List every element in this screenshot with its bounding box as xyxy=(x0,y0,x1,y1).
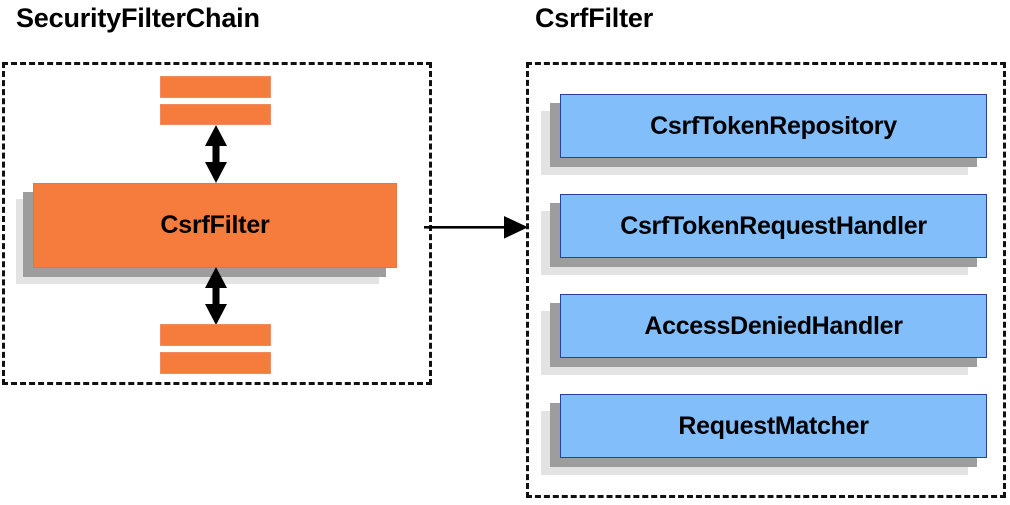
collaborator-box-csrf-token-repository[interactable]: CsrfTokenRepository xyxy=(560,94,987,158)
collaborator-box-csrf-token-request-handler[interactable]: CsrfTokenRequestHandler xyxy=(560,194,987,258)
collaborator-box-access-denied-handler[interactable]: AccessDeniedHandler xyxy=(560,294,987,358)
csrf-filter-box[interactable]: CsrfFilter xyxy=(33,183,397,268)
left-panel-title: SecurityFilterChain xyxy=(16,3,260,33)
csrf-filter-collaborators-container xyxy=(526,62,1006,498)
collaborator-label: RequestMatcher xyxy=(678,411,869,440)
collaborator-box-request-matcher[interactable]: RequestMatcher xyxy=(560,394,987,458)
csrf-filter-box-label: CsrfFilter xyxy=(160,211,270,239)
security-filter-chain-container xyxy=(2,62,432,385)
filter-bar-above-1 xyxy=(160,76,271,98)
collaborator-label: CsrfTokenRequestHandler xyxy=(620,211,927,240)
filter-bar-below-2 xyxy=(160,352,271,374)
collaborator-label: CsrfTokenRepository xyxy=(650,111,897,140)
collaborator-label: AccessDeniedHandler xyxy=(644,311,903,340)
filter-bar-below-1 xyxy=(160,324,271,346)
right-panel-title: CsrfFilter xyxy=(535,3,654,33)
connector-arrow-above xyxy=(198,124,234,184)
connector-arrow-below xyxy=(198,266,234,326)
cross-panel-arrow xyxy=(424,214,532,242)
filter-bar-above-2 xyxy=(160,104,271,125)
